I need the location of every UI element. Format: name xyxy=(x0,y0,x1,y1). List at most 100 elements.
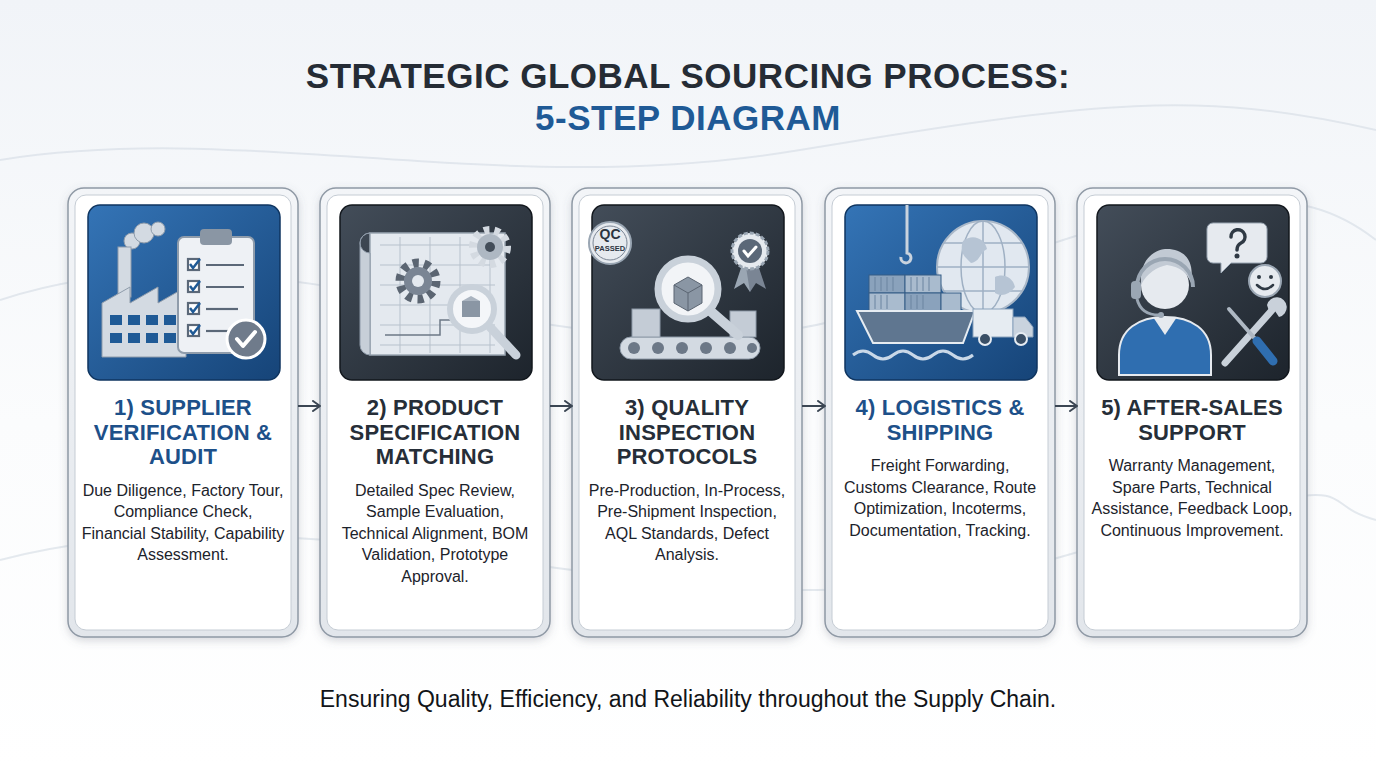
supplier-audit-icon-part-part xyxy=(206,286,244,288)
card-frame xyxy=(1077,188,1307,637)
logistics-icon-part xyxy=(901,245,911,263)
card-frame xyxy=(320,188,550,637)
supplier-audit-icon-part-part xyxy=(190,259,200,268)
step-heading: 3) QUALITY INSPECTION PROTOCOLS xyxy=(584,396,790,470)
diagram-subtitle: 5-STEP DIAGRAM xyxy=(535,98,841,138)
after-sales-icon-part xyxy=(1137,299,1159,315)
process-card: 2) PRODUCT SPECIFICATION MATCHING Detaile… xyxy=(320,188,550,637)
quality-inspection-icon-part xyxy=(620,337,760,359)
supplier-audit-icon-part xyxy=(200,229,232,245)
step-heading: 1) SUPPLIER VERIFICATION & AUDIT xyxy=(80,396,286,470)
quality-inspection-icon-part xyxy=(593,226,627,260)
stamp-text: PASSED xyxy=(595,244,625,253)
specification-icon-part xyxy=(462,301,480,317)
quality-inspection-icon-part xyxy=(589,222,631,264)
card-inner xyxy=(1084,195,1300,630)
supplier-audit-icon-part-part xyxy=(188,259,199,270)
quality-inspection-icon-part-part xyxy=(700,342,712,354)
supplier-audit-icon-part-part xyxy=(102,287,186,357)
quality-inspection-icon-part xyxy=(674,277,702,311)
quality-inspection-icon-part xyxy=(628,342,757,354)
process-card: 4) LOGISTICS & SHIPPINGFreight Forwardin… xyxy=(825,188,1055,637)
supplier-audit-icon-part-part xyxy=(206,264,244,266)
after-sales-icon-part xyxy=(1257,285,1273,289)
specification-icon-part xyxy=(477,234,503,260)
specification-icon-part-part xyxy=(380,245,495,345)
supplier-audit-icon-part xyxy=(227,320,265,358)
logistics-icon-part xyxy=(937,221,1029,313)
supplier-audit-icon-part-part xyxy=(190,325,200,334)
supplier-audit-icon-part-part xyxy=(164,333,176,343)
quality-inspection-icon-part xyxy=(674,285,702,311)
specification-icon-part xyxy=(360,233,370,355)
after-sales-icon-part xyxy=(1257,341,1273,361)
step-heading: 2) PRODUCT SPECIFICATION MATCHING xyxy=(332,396,538,470)
after-sales-icon xyxy=(1097,205,1289,380)
after-sales-icon-part xyxy=(1119,317,1211,375)
logistics-icon-part xyxy=(962,237,1015,295)
card-inner xyxy=(579,195,795,630)
card-inner xyxy=(327,195,543,630)
card-inner xyxy=(832,195,1048,630)
card-outer xyxy=(320,188,550,637)
after-sales-icon-part xyxy=(1225,309,1273,363)
after-sales-icon-part xyxy=(1269,275,1273,279)
card-frame xyxy=(68,188,298,637)
supplier-audit-icon xyxy=(88,205,280,380)
quality-inspection-icon-part xyxy=(708,309,738,335)
card-outer xyxy=(572,188,802,637)
quality-inspection-icon-part-part xyxy=(628,342,640,354)
card-inner xyxy=(75,195,291,630)
stamp-text: QC xyxy=(600,226,621,242)
specification-icon-part xyxy=(340,205,532,380)
step-description: Pre-Production, In-Process, Pre-Shipment… xyxy=(584,480,790,566)
logistics-icon-part xyxy=(1015,333,1027,345)
quality-inspection-icon-part xyxy=(744,247,756,256)
after-sales-icon-part xyxy=(1158,312,1164,318)
card-outer xyxy=(1077,188,1307,637)
flow-arrow xyxy=(802,405,825,407)
logistics-icon-part xyxy=(875,277,929,309)
specification-icon xyxy=(340,205,532,380)
card-outer xyxy=(825,188,1055,637)
supplier-audit-icon-part-part xyxy=(164,315,176,325)
logistics-icon-part xyxy=(906,205,909,245)
after-sales-icon-part xyxy=(1097,205,1289,380)
after-sales-icon-part xyxy=(1257,275,1261,279)
supplier-audit-icon-part-part xyxy=(128,315,140,325)
logistics-icon-part xyxy=(973,309,1013,337)
quality-inspection-icon-part xyxy=(632,309,660,337)
diagram-title: STRATEGIC GLOBAL SOURCING PROCESS: xyxy=(0,56,1376,96)
supplier-audit-icon-part-part xyxy=(206,330,228,332)
after-sales-icon-part xyxy=(1131,281,1141,299)
step-description: Freight Forwarding, Customs Clearance, R… xyxy=(837,455,1043,541)
after-sales-icon-part xyxy=(1137,259,1193,287)
after-sales-icon-part xyxy=(1231,230,1245,250)
logistics-icon xyxy=(845,205,1037,380)
supplier-audit-icon-part-part xyxy=(146,333,158,343)
supplier-audit-icon-part-part xyxy=(134,223,154,243)
quality-inspection-icon-part-part xyxy=(676,342,688,354)
logistics-icon-part-part xyxy=(937,221,1029,313)
quality-inspection-icon-part-part xyxy=(652,342,664,354)
step-description: Detailed Spec Review, Sample Evaluation,… xyxy=(332,480,538,587)
after-sales-icon-part xyxy=(1235,254,1240,259)
after-sales-icon-part xyxy=(1267,297,1287,317)
specification-icon-part xyxy=(404,267,432,295)
specification-icon-part xyxy=(485,242,495,252)
specification-icon-part xyxy=(462,296,480,301)
card-frames xyxy=(68,188,1307,637)
logistics-icon-part-part xyxy=(875,277,929,309)
after-sales-icon-part xyxy=(1153,317,1177,335)
quality-inspection-icon xyxy=(589,205,784,380)
flow-arrow xyxy=(550,405,572,407)
card-frame xyxy=(572,188,802,637)
supplier-audit-icon-part-part xyxy=(206,308,238,310)
supplier-audit-icon-part-part xyxy=(190,303,200,312)
logistics-icon-part xyxy=(845,205,1037,380)
supplier-audit-icon-part xyxy=(88,205,280,380)
logistics-icon-part-part xyxy=(941,293,961,311)
supplier-audit-icon-part-part xyxy=(188,303,199,314)
specification-icon-part xyxy=(412,275,424,287)
